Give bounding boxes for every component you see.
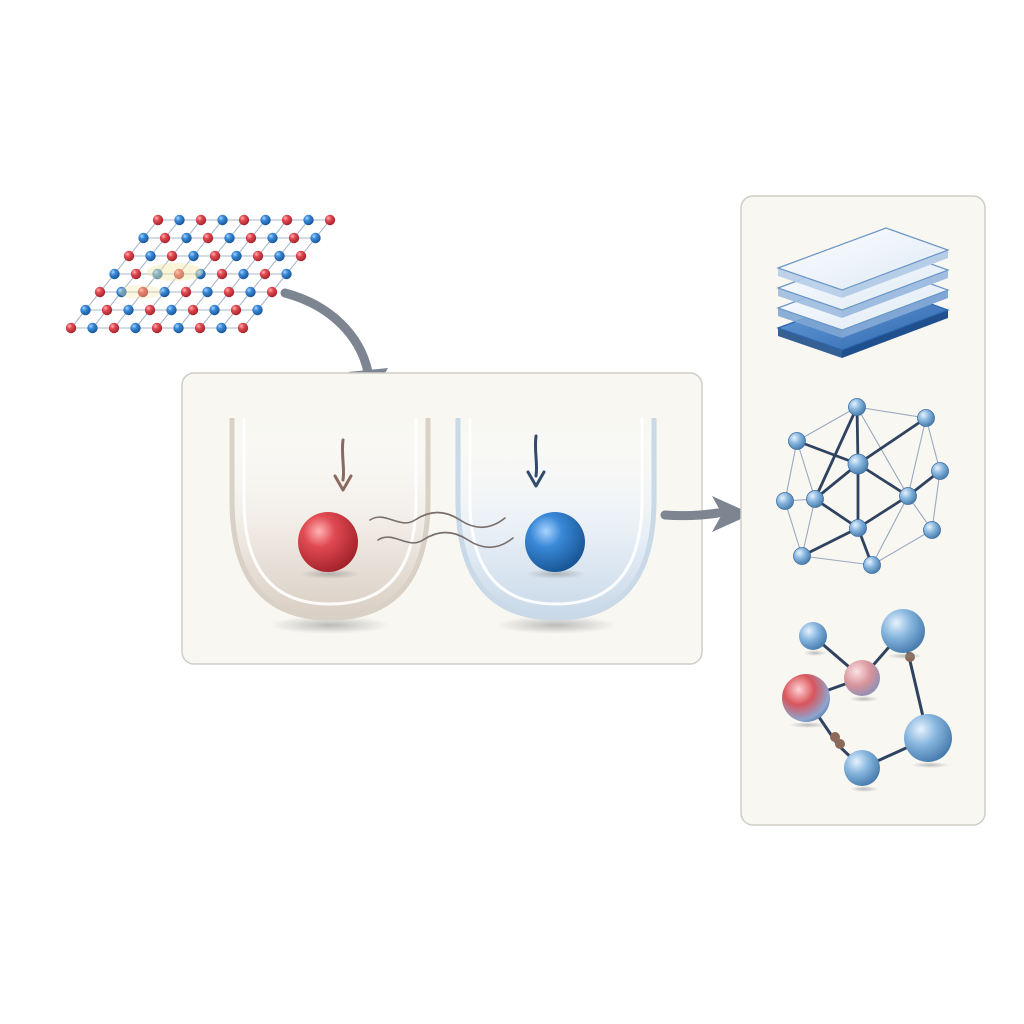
lattice-atom: [188, 250, 199, 262]
lattice-atom: [94, 286, 106, 298]
molecule-atom: [782, 674, 830, 722]
lattice-atom: [123, 250, 135, 262]
network-node: [931, 462, 949, 480]
lattice-atom: [245, 286, 256, 298]
stacked-layers-icon: [776, 227, 950, 358]
molecule-atom: [904, 714, 952, 762]
down-arrow-left-icon: [333, 438, 353, 492]
coupling-wave-icon: [369, 511, 514, 549]
atomic-lattice-icon: [65, 214, 336, 334]
lattice-atom: [281, 214, 293, 226]
lattice-atom: [137, 286, 149, 298]
layer-sheet: [776, 227, 950, 291]
lattice-atom: [101, 304, 113, 316]
lattice-atom: [138, 232, 149, 244]
lattice-atom: [108, 322, 120, 334]
network-node: [776, 492, 794, 510]
lattice-atom: [209, 304, 220, 316]
lattice-atom: [259, 268, 271, 280]
lattice-atom: [209, 250, 221, 262]
lattice-atom: [324, 214, 336, 226]
red-particle: [298, 512, 360, 579]
lattice-atom: [173, 268, 185, 280]
molecule-atom: [799, 622, 827, 650]
lattice-atom: [202, 286, 213, 298]
arrow-right-icon: [660, 496, 752, 532]
lattice-atom: [295, 250, 307, 262]
lattice-atom: [224, 232, 235, 244]
lattice-atom: [87, 322, 98, 334]
lattice-atom: [303, 214, 314, 226]
network-node: [899, 487, 917, 505]
network-graph-icon: [776, 398, 949, 574]
output-panel: [740, 195, 986, 826]
network-node: [793, 547, 811, 565]
lattice-atom: [202, 232, 214, 244]
lattice-atom: [152, 268, 163, 280]
lattice-atom: [260, 214, 271, 226]
network-node: [917, 409, 935, 427]
lattice-atom: [237, 322, 249, 334]
lattice-atom: [123, 304, 134, 316]
lattice-atom: [166, 304, 177, 316]
network-node: [806, 490, 824, 508]
coupled-wells-panel: [181, 372, 703, 665]
lattice-atom: [194, 322, 206, 334]
down-arrow-right-icon: [526, 434, 546, 488]
lattice-atom: [130, 322, 141, 334]
lattice-atom: [152, 214, 164, 226]
lattice-atom: [223, 286, 235, 298]
lattice-atom: [187, 304, 199, 316]
network-node: [849, 519, 867, 537]
molecule-chain-icon: [782, 609, 952, 792]
lattice-atom: [230, 304, 242, 316]
lattice-atom: [181, 232, 192, 244]
lattice-atom: [159, 232, 171, 244]
molecule-atom: [844, 660, 880, 696]
network-node: [848, 398, 866, 416]
lattice-atom: [216, 268, 228, 280]
lattice-atom: [195, 214, 207, 226]
lattice-atom: [310, 232, 321, 244]
lattice-atom: [231, 250, 242, 262]
lattice-atom: [173, 322, 184, 334]
lattice-atom: [217, 214, 228, 226]
network-node: [788, 432, 806, 450]
lattice-atom: [65, 322, 77, 334]
network-node: [847, 453, 869, 475]
lattice-atom: [216, 322, 227, 334]
network-node: [923, 521, 941, 539]
lattice-atom: [252, 304, 263, 316]
lattice-atom: [174, 214, 185, 226]
lattice-atom: [116, 286, 127, 298]
lattice-atom: [80, 304, 91, 316]
lattice-atom: [245, 232, 257, 244]
lattice-atom: [195, 268, 206, 280]
lattice-atom: [238, 268, 249, 280]
lattice-atom: [145, 250, 156, 262]
lattice-atom: [281, 268, 292, 280]
lattice-atom: [238, 214, 250, 226]
lattice-atom: [267, 232, 278, 244]
lattice-atom: [144, 304, 156, 316]
lattice-atom: [288, 232, 300, 244]
lattice-atom: [180, 286, 192, 298]
lattice-atom: [159, 286, 170, 298]
molecule-atom: [881, 609, 925, 653]
lattice-atom: [151, 322, 163, 334]
lattice-atom: [266, 286, 278, 298]
lattice-atom: [109, 268, 120, 280]
lattice-atom: [130, 268, 142, 280]
network-node: [863, 556, 881, 574]
lattice-atom: [274, 250, 285, 262]
lattice-atom: [166, 250, 178, 262]
molecule-atom: [844, 750, 880, 786]
lattice-atom: [252, 250, 264, 262]
blue-particle: [525, 512, 586, 579]
